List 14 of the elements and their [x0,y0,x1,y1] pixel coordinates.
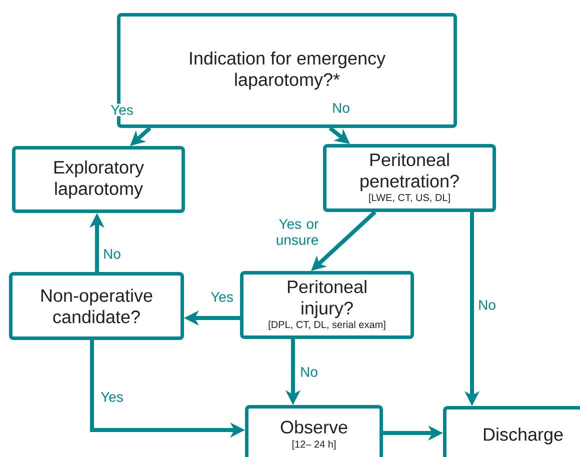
edge-label: No [298,366,320,378]
edge-label: Yes [109,104,135,116]
process-box: Observe [12– 24 h] [245,405,383,457]
edge-label: Yes [209,290,235,304]
process-box: Peritoneal penetration? [LWE, CT, US, DL] [323,144,496,212]
process-box: Peritoneal injury? [DPL, CT, DL, serial exam] [240,271,414,339]
edge-label: Yes or unsure [264,218,320,246]
edge-label: No [476,298,498,312]
process-box: Non-operative candidate? [9,272,184,340]
process-box: Exploratory laparotomy [12,146,185,213]
edge-label: No [102,248,122,260]
edge-label: Yes [99,390,125,404]
edge-label: No [330,102,352,114]
process-box: Discharge [443,406,580,457]
